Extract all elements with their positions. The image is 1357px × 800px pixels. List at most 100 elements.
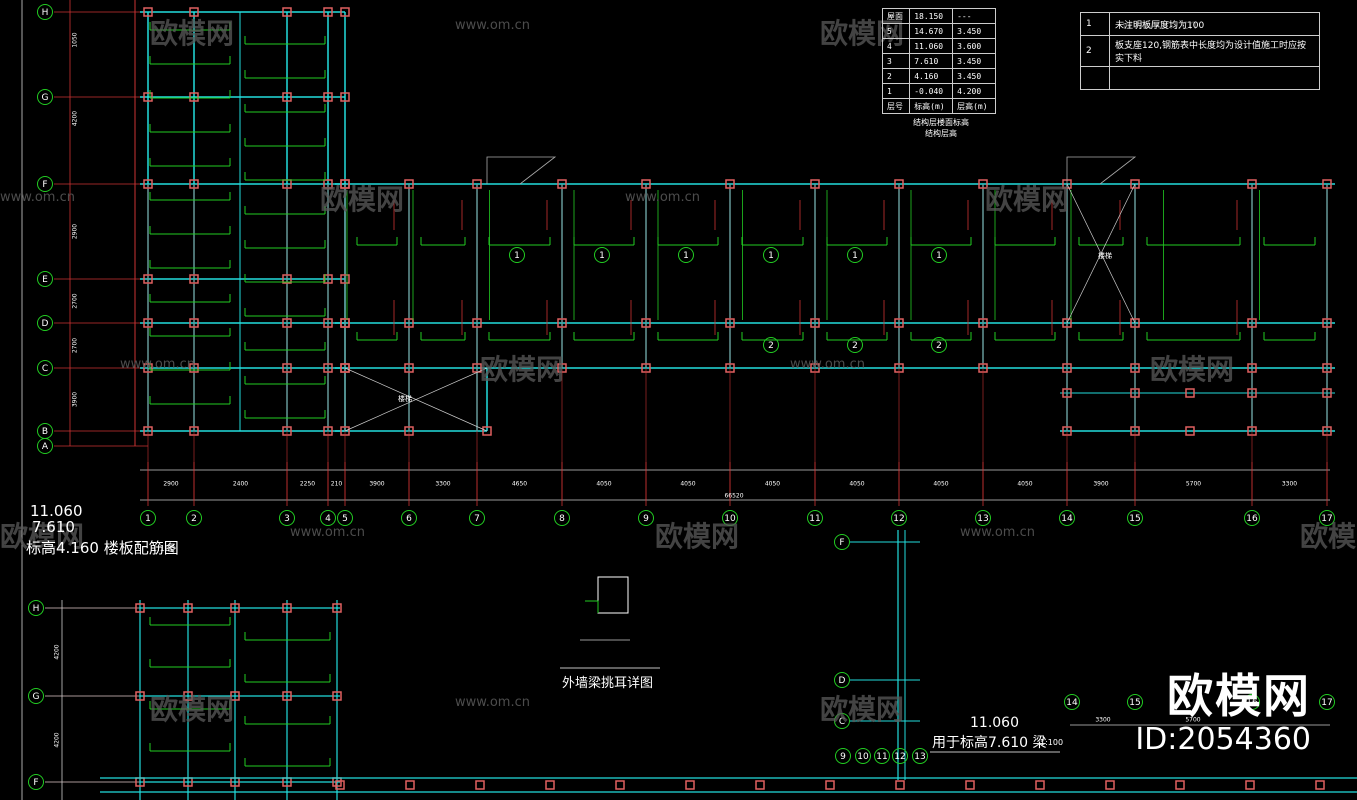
col-axis-bubble [892, 748, 908, 764]
floor-table-cell: 4 [881, 38, 911, 54]
col-axis-bubble-label: 16 [1246, 698, 1258, 708]
col-axis-bubble-label: 10 [857, 752, 869, 762]
floor-table-cell: 11.060 [909, 38, 954, 54]
plan-elevation-mid: 7.610 [32, 518, 75, 536]
row-axis-bubble [37, 315, 53, 331]
column-mark [282, 7, 292, 17]
column-mark [475, 780, 485, 790]
row-axis-bubble-label: F [33, 778, 38, 788]
stair-diagonal [344, 367, 488, 432]
column-mark [135, 603, 145, 613]
col-axis-bubble [401, 510, 417, 526]
col-axis-bubble-label: 17 [1321, 514, 1332, 524]
column-mark [1035, 780, 1045, 790]
col-axis-bubble [279, 510, 295, 526]
brand-id: ID:2054360 [1135, 722, 1311, 757]
column-mark [545, 780, 555, 790]
slab-mark [931, 247, 947, 263]
column-mark [230, 603, 240, 613]
column-mark [1175, 780, 1185, 790]
row-axis-bubble-label: G [42, 93, 49, 103]
row-axis-bubble-label: C [42, 364, 48, 374]
column-mark [189, 7, 199, 17]
column-mark [1105, 780, 1115, 790]
col-axis-bubble-label: 6 [406, 514, 412, 524]
column-mark [183, 603, 193, 613]
column-mark [282, 92, 292, 102]
bottom-dimension: 210 [331, 481, 343, 488]
bottom-dimension: 4050 [680, 481, 695, 488]
row-axis-bubble-label: B [42, 427, 48, 437]
bottom-dimension: 5700 [1186, 481, 1201, 488]
column-mark [282, 691, 292, 701]
row-axis-bubble [28, 688, 44, 704]
watermark-logo: 欧模网 [1300, 520, 1357, 553]
column-mark [685, 780, 695, 790]
col-axis-bubble [140, 510, 156, 526]
floor-table-caption: 结构层楼面标高 [913, 118, 969, 127]
row-axis-bubble [37, 89, 53, 105]
beam-title: 用于标高7.610 梁 [932, 735, 1047, 751]
bottom-dimension: 4050 [933, 481, 948, 488]
slab-mark [678, 247, 694, 263]
watermark-logo: 欧模网 [150, 17, 235, 50]
col-axis-bubble [1064, 694, 1080, 710]
floor-table-cell: 4.200 [952, 83, 996, 99]
row-axis-bubble-label: A [42, 442, 49, 452]
column-mark [1245, 780, 1255, 790]
column-mark [135, 691, 145, 701]
slab-mark [847, 247, 863, 263]
slab-mark-label: 2 [852, 341, 858, 351]
notes-cell: 未注明板厚度均为100 [1109, 12, 1320, 36]
col-axis-bubble-label: 17 [1321, 698, 1332, 708]
column-mark [189, 92, 199, 102]
col-axis-bubble-label: 12 [894, 752, 905, 762]
watermark-url: www.om.cn [625, 190, 700, 205]
col-axis-bubble [1319, 694, 1335, 710]
section-axis-bubble-label: C [839, 717, 845, 727]
floor-table-cell: 7.610 [909, 53, 954, 69]
floor-table-row: 层号标高(m)层高(m) [881, 98, 996, 114]
bottom-dimension: 4050 [596, 481, 611, 488]
col-axis-bubble-label: 13 [977, 514, 988, 524]
plan-scale: 1:100 [152, 544, 176, 553]
watermark-logo: 欧模网 [0, 520, 85, 553]
total-dimension: 66520 [724, 493, 743, 500]
floor-table-cell: 标高(m) [909, 98, 954, 114]
watermark-url: www.om.cn [960, 525, 1035, 540]
watermark-logo: 欧模网 [985, 183, 1070, 216]
notes-cell: 板支座120,钢筋表中长度均为设计值施工时应按实下料 [1109, 35, 1320, 67]
bottom-dimension: 4650 [512, 481, 527, 488]
slab-mark [594, 247, 610, 263]
row-axis-bubble-label: D [42, 319, 49, 329]
stair-diagonal [1066, 183, 1136, 324]
col-axis-bubble [1127, 510, 1143, 526]
bottom-dimension: 2400 [233, 481, 248, 488]
bottom-dimension: 4050 [849, 481, 864, 488]
column-mark [340, 7, 350, 17]
column-mark [1185, 388, 1195, 398]
column-mark [755, 780, 765, 790]
col-axis-bubble [855, 748, 871, 764]
col-axis-bubble [835, 748, 851, 764]
col-axis-bubble-label: 7 [474, 514, 480, 524]
row-axis-bubble [37, 360, 53, 376]
col-axis-bubble [891, 510, 907, 526]
section-callout [486, 156, 557, 185]
slab-mark-label: 1 [852, 251, 858, 261]
column-mark [895, 780, 905, 790]
slab-mark [931, 337, 947, 353]
column-mark [332, 603, 342, 613]
slab-mark-label: 2 [768, 341, 774, 351]
section-axis-bubble-label: F [839, 538, 844, 548]
col-axis-bubble-label: 13 [914, 752, 925, 762]
notes-cell: 1 [1080, 12, 1110, 36]
bottom-dimension: 3300 [1095, 717, 1110, 724]
floor-table-cell: 层号 [881, 98, 911, 114]
col-axis-bubble [1244, 694, 1260, 710]
bottom-dimension: 2250 [300, 481, 315, 488]
